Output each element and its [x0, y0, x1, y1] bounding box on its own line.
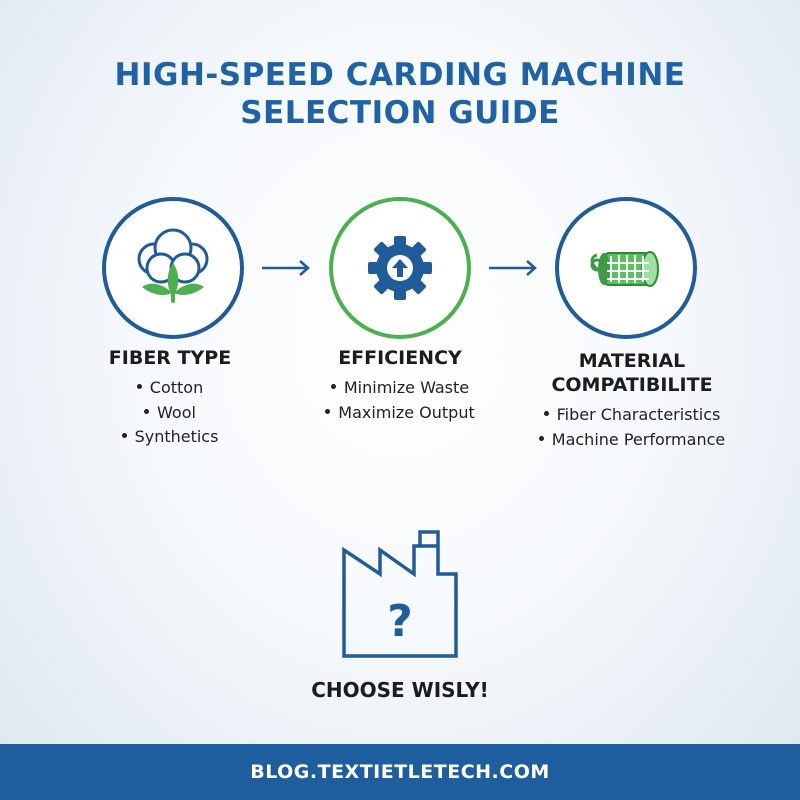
material-compatibility-circle [555, 197, 697, 339]
list-item: Cotton [50, 376, 290, 401]
list-item-label: Cotton [149, 378, 204, 397]
factory-question-icon: ? [342, 530, 458, 658]
fiber-type-column: FIBER TYPE Cotton Wool Synthetics [50, 346, 290, 450]
list-item: Maximize Output [280, 401, 520, 426]
efficiency-column: EFFICIENCY Minimize Waste Maximize Outpu… [280, 346, 520, 425]
title-line-2: SELECTION GUIDE [240, 95, 560, 131]
fiber-type-circle [102, 197, 244, 339]
choose-wisely-text: CHOOSE WISLY! [311, 678, 489, 702]
cotton-plant-icon [137, 228, 209, 303]
yarn-spool-icon [590, 251, 659, 287]
list-item-label: Minimize Waste [343, 378, 470, 397]
material-compatibility-title-line-1: MATERIAL [578, 350, 686, 372]
list-item: Synthetics [50, 425, 290, 450]
list-item-label: Machine Performance [551, 429, 726, 449]
bullet-icon [121, 433, 127, 438]
footer-bar: BLOG.TEXTIETLETECH.COM [0, 744, 800, 800]
list-item-label: Fiber Characteristics [556, 405, 721, 424]
page-title: HIGH-SPEED CARDING MACHINE SELECTION GUI… [0, 56, 800, 132]
efficiency-title: EFFICIENCY [338, 347, 462, 369]
list-item-label: Maximize Output [338, 402, 475, 422]
material-compatibility-column: MATERIAL COMPATIBILITE Fiber Characteris… [512, 349, 752, 452]
bullet-icon [144, 408, 150, 414]
bullet-icon [325, 408, 331, 414]
bullet-icon [330, 384, 336, 389]
list-item: Fiber Characteristics [512, 403, 752, 428]
fiber-type-title: FIBER TYPE [108, 347, 232, 369]
svg-text:?: ? [387, 596, 413, 647]
bullet-icon [136, 384, 142, 389]
list-item-label: Synthetics [134, 427, 219, 446]
list-item-label: Wool [157, 402, 196, 422]
gear-arrow-icon [368, 236, 432, 300]
title-line-1: HIGH-SPEED CARDING MACHINE [114, 57, 686, 93]
list-item: Wool [50, 401, 290, 426]
bullet-icon [543, 411, 549, 416]
efficiency-list: Minimize Waste Maximize Output [280, 376, 520, 425]
list-item: Machine Performance [512, 428, 752, 453]
arrow-right-icon [262, 260, 310, 276]
material-compatibility-title-line-2: COMPATIBILITE [551, 374, 713, 396]
list-item: Minimize Waste [280, 376, 520, 401]
fiber-type-list: Cotton Wool Synthetics [50, 376, 290, 450]
arrow-right-icon [489, 260, 537, 276]
material-compatibility-list: Fiber Characteristics Machine Performanc… [512, 403, 752, 452]
footer-url: BLOG.TEXTIETLETECH.COM [250, 761, 550, 783]
efficiency-circle [329, 197, 471, 339]
bullet-icon [538, 435, 544, 441]
